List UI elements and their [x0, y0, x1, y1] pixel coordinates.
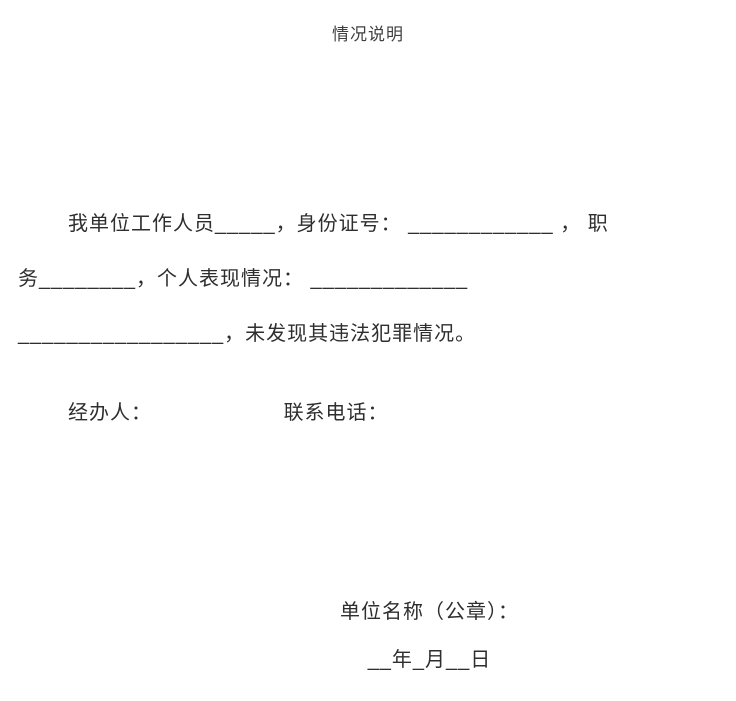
statement-line-3: _________________，未发现其违法犯罪情况。	[18, 323, 477, 345]
statement-line-1: 我单位工作人员_____，身份证号： ____________ ， 职	[68, 213, 609, 235]
phone-label: 联系电话：	[283, 402, 389, 424]
statement-line-2: 务________，个人表现情况： _____________	[18, 268, 469, 290]
contact-line: 经办人： 联系电话：	[0, 386, 736, 441]
unit-name-seal-label: 单位名称（公章）：	[340, 601, 519, 623]
handler-label: 经办人：	[68, 402, 152, 424]
statement-paragraph: 我单位工作人员_____，身份证号： ____________ ， 职 务___…	[0, 197, 736, 362]
signature-block: 单位名称（公章）： __年_月__日	[340, 588, 519, 684]
date-line: __年_月__日	[367, 649, 492, 671]
document-title: 情况说明	[332, 25, 404, 44]
